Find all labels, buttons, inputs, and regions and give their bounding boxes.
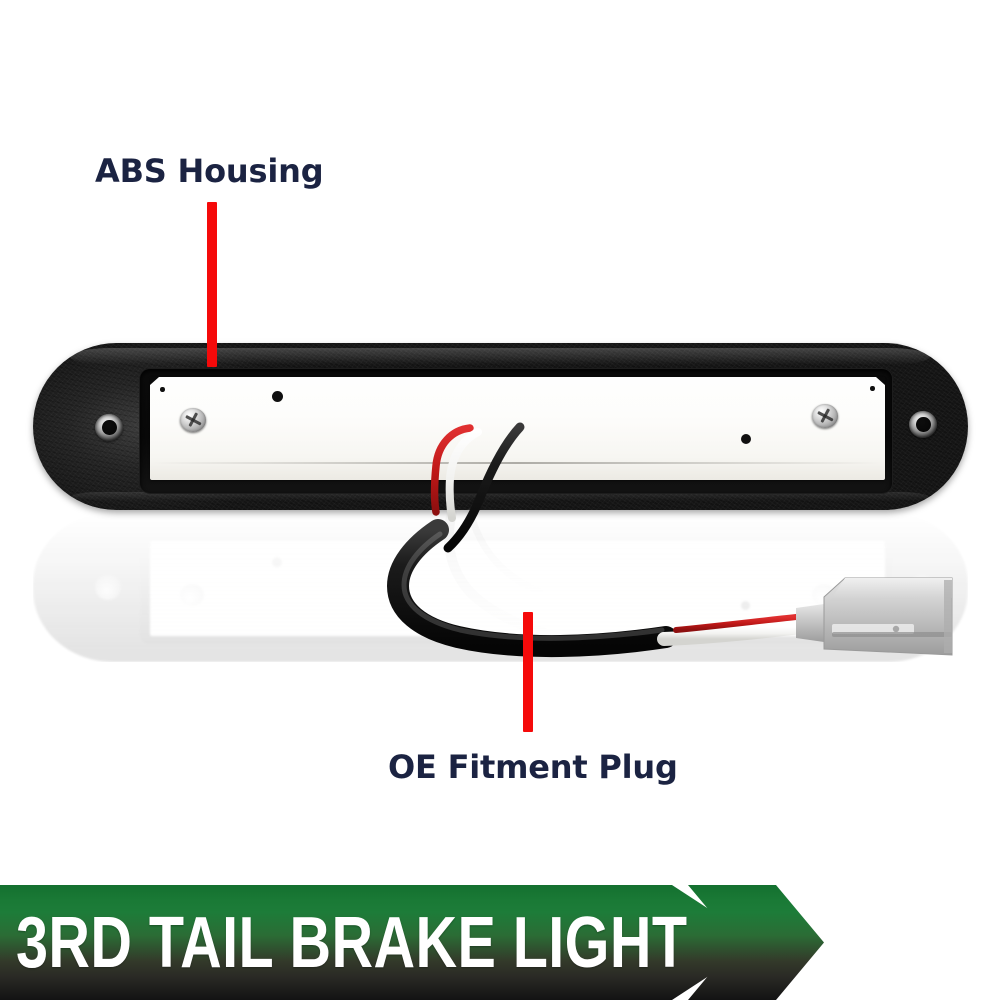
reflector-backplate xyxy=(150,377,885,480)
backplate-seam xyxy=(152,462,881,464)
vent-dot-large-right xyxy=(741,434,751,444)
callout-pointer-oe-fitment-plug xyxy=(523,612,533,732)
mounting-hole-right xyxy=(909,411,937,438)
backplate-notch-left xyxy=(150,377,159,385)
mounting-hole-left xyxy=(95,414,123,441)
callout-pointer-abs-housing xyxy=(207,202,217,367)
vent-dot-small-left xyxy=(160,387,165,392)
phillips-screw-right xyxy=(812,404,838,428)
vent-dot-large-left xyxy=(272,391,283,402)
banner-title: 3RD TAIL BRAKE LIGHT xyxy=(16,902,688,983)
bottom-banner: 3RD TAIL BRAKE LIGHT xyxy=(0,885,1000,1000)
vent-dot-small-right xyxy=(870,386,875,391)
callout-label-oe-fitment-plug: OE Fitment Plug xyxy=(388,748,678,786)
banner-body-shape xyxy=(0,885,760,1000)
phillips-screw-left xyxy=(180,408,206,432)
callout-label-abs-housing: ABS Housing xyxy=(95,152,324,190)
backplate-notch-right xyxy=(876,377,885,385)
